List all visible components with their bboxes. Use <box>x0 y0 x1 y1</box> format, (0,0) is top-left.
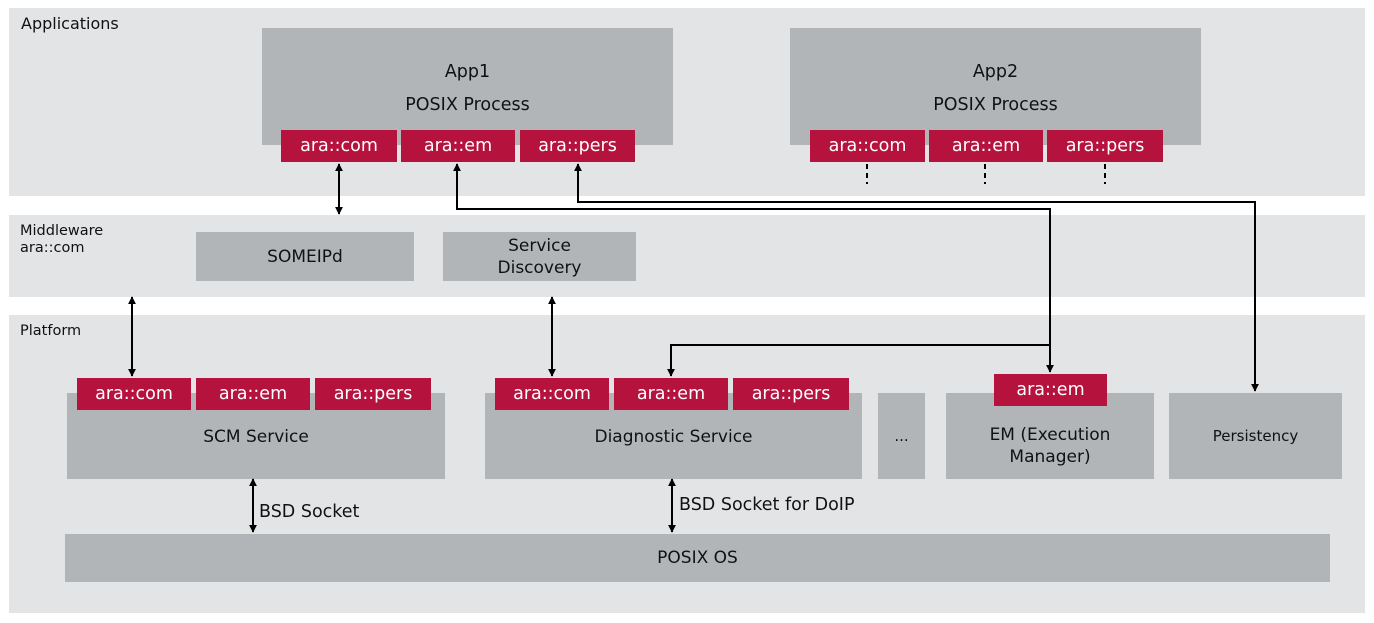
service-discovery-line1: Service <box>508 235 571 256</box>
platform-layer-label: Platform <box>20 323 82 339</box>
app1-api-com: ara::com <box>281 130 397 162</box>
em-box: EM (Execution Manager) <box>946 393 1154 479</box>
app1-type: POSIX Process <box>405 95 530 115</box>
app2-api-em: ara::em <box>929 130 1043 162</box>
applications-layer-label: Applications <box>21 14 119 33</box>
scm-api-com: ara::com <box>77 378 191 410</box>
diag-api-com: ara::com <box>495 378 609 410</box>
bsd-socket-label: BSD Socket <box>259 502 360 522</box>
app1-name: App1 <box>444 62 491 82</box>
app2-api-com: ara::com <box>810 130 925 162</box>
em-api-em: ara::em <box>994 374 1107 406</box>
app2-name: App2 <box>972 62 1019 82</box>
em-label-line2: Manager) <box>1009 447 1091 467</box>
scm-api-pers: ara::pers <box>315 378 431 410</box>
app2-type: POSIX Process <box>933 95 1058 115</box>
app2-box: App2 POSIX Process <box>790 28 1201 145</box>
diagnostic-service-label: Diagnostic Service <box>594 427 753 447</box>
app1-api-em: ara::em <box>401 130 515 162</box>
bsd-socket-doip-label: BSD Socket for DoIP <box>679 495 855 515</box>
app1-box: App1 POSIX Process <box>262 28 673 145</box>
scm-api-em: ara::em <box>196 378 310 410</box>
service-discovery-box: Service Discovery <box>443 232 636 281</box>
posix-os-box: POSIX OS <box>65 534 1330 582</box>
service-discovery-line2: Discovery <box>497 257 582 278</box>
middleware-layer-label: Middleware ara::com <box>20 223 103 257</box>
persistency-box: Persistency <box>1169 393 1342 479</box>
diag-api-pers: ara::pers <box>733 378 849 410</box>
middleware-label-line2: ara::com <box>20 240 85 256</box>
app1-api-pers: ara::pers <box>520 130 635 162</box>
ellipsis-box: ... <box>878 393 925 479</box>
scm-service-label: SCM Service <box>203 427 309 447</box>
app2-api-pers: ara::pers <box>1047 130 1163 162</box>
diag-api-em: ara::em <box>614 378 728 410</box>
someipd-box: SOMEIPd <box>196 232 414 281</box>
em-label-line1: EM (Execution <box>989 425 1111 445</box>
middleware-label-line1: Middleware <box>20 223 104 239</box>
